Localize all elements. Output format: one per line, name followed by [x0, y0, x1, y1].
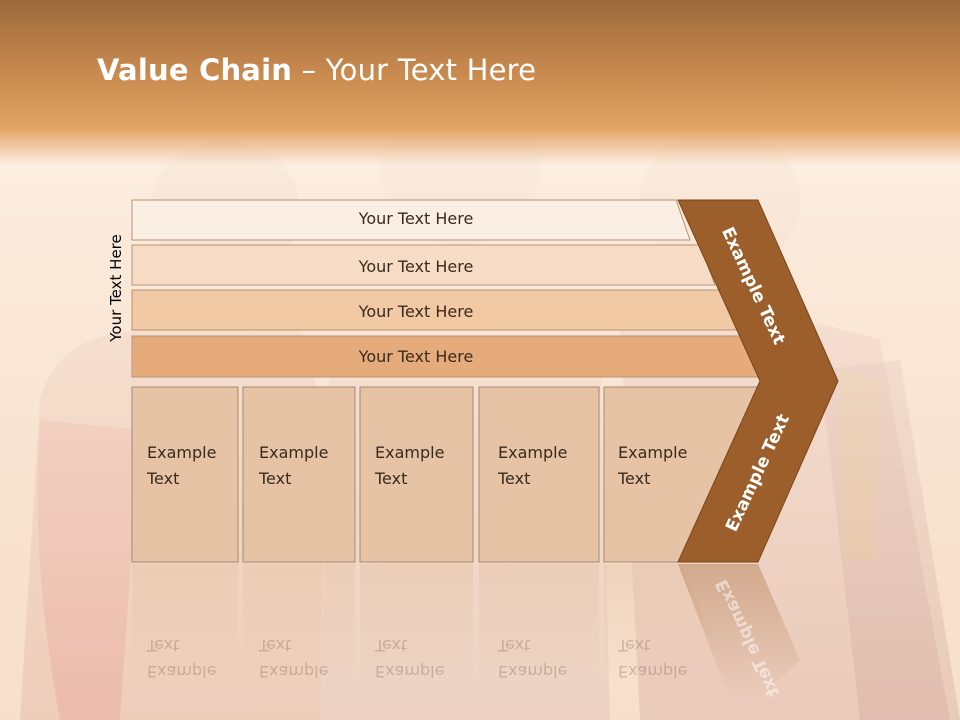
cell-2-reflection [243, 564, 355, 684]
cell-1-refl-line2: Text [147, 636, 180, 655]
cell-1-reflection [132, 564, 238, 684]
row-label-4: Your Text Here [358, 347, 474, 366]
row-label-3: Your Text Here [358, 302, 474, 321]
cell-4-refl-line1: Example [498, 662, 568, 681]
cell-3-line1: Example [375, 443, 445, 462]
cell-3 [359, 386, 474, 563]
cell-2-line2: Text [259, 469, 292, 488]
cell-2-line1: Example [259, 443, 329, 462]
row-label-1: Your Text Here [358, 209, 474, 228]
cell-reflection-label-3: Example Text [375, 632, 444, 684]
cell-4-line2: Text [498, 469, 531, 488]
slide-title: Value Chain – Your Text Here [97, 53, 536, 87]
cell-1 [131, 386, 239, 563]
row-label-2: Your Text Here [358, 257, 474, 276]
cell-reflection-label-1: Example Text [147, 632, 216, 684]
cell-2-refl-line2: Text [259, 636, 292, 655]
cell-reflection-label-4: Example Text [498, 632, 567, 684]
cell-2-refl-line1: Example [259, 662, 329, 681]
cell-reflection-label-5: Example Text [618, 632, 687, 684]
cell-5-line1: Example [618, 443, 688, 462]
chevron-reflection [678, 564, 800, 700]
row-bar-2 [131, 244, 716, 286]
cell-5-refl-line1: Example [618, 662, 688, 681]
cell-1-line2: Text [147, 469, 180, 488]
cell-4 [478, 386, 600, 563]
cell-4-reflection [479, 564, 599, 684]
cell-4-line1: Example [498, 443, 568, 462]
cell-3-refl-line2: Text [375, 636, 408, 655]
cell-3-reflection [360, 564, 473, 684]
cell-5-line2: Text [618, 469, 651, 488]
header-band [0, 0, 960, 165]
title-rest: – Your Text Here [292, 53, 537, 87]
cell-5-reflection [604, 564, 735, 684]
row-bar-1 [131, 199, 691, 241]
cell-3-refl-line1: Example [375, 662, 445, 681]
title-bold: Value Chain [97, 53, 293, 87]
chevron-arrow [677, 199, 839, 563]
cell-4-refl-line2: Text [498, 636, 531, 655]
cell-5-refl-line2: Text [618, 636, 651, 655]
cell-2 [242, 386, 356, 563]
cell-reflection-label-2: Example Text [259, 632, 328, 684]
cell-3-line2: Text [375, 469, 408, 488]
cell-1-refl-line1: Example [147, 662, 217, 681]
cell-1-line1: Example [147, 443, 217, 462]
